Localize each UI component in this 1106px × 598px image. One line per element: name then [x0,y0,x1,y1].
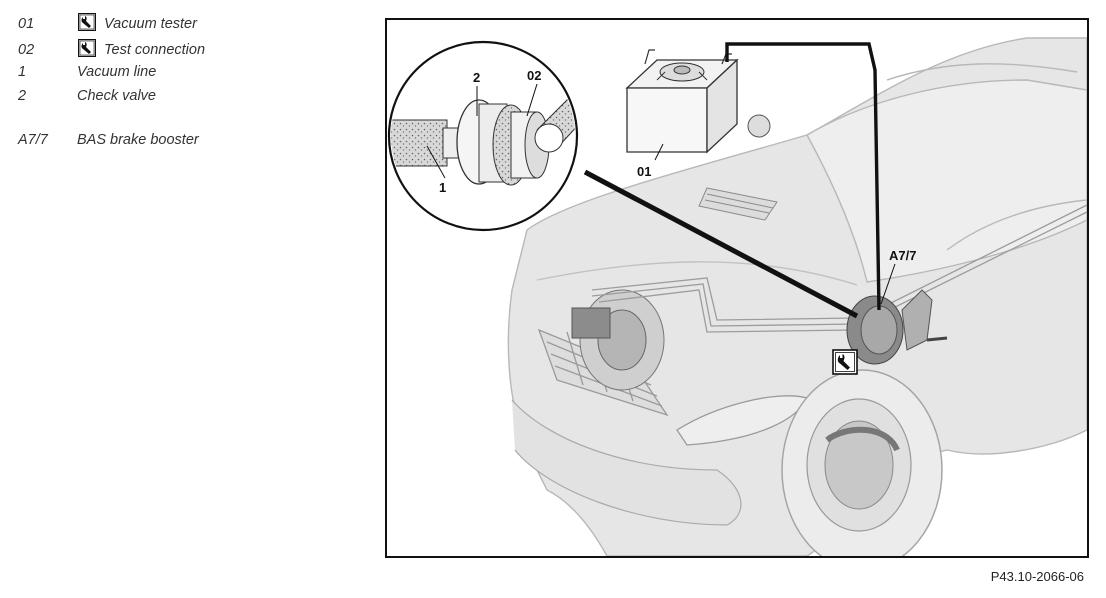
callout-check-valve: 2 [473,70,480,85]
legend-item-vacuum-tester: 01 Vacuum tester [0,13,380,34]
legend-item-check-valve: 2 Check valve [0,86,380,106]
bumper [511,399,742,526]
figure-reference: P43.10-2066-06 [990,569,1084,584]
legend-text: BAS brake booster [77,132,199,148]
legend-code: 02 [18,42,35,58]
legend: 01 Vacuum tester 02 Test connection 1 Va… [0,0,380,160]
vacuum-tester-hose [725,42,881,311]
legend-text: Vacuum line [77,64,157,80]
legend-item-test-connection: 02 Test connection [0,39,380,60]
callout-vacuum-tester: 01 [637,164,651,179]
brake-system-illustration: 2 02 1 01 A7/7 [387,37,1087,556]
callout-test-connection: 02 [527,68,541,83]
brake-booster [846,289,948,365]
callout-brake-booster: A7/7 [889,248,916,263]
figure-frame: 2 02 1 01 A7/7 [385,18,1089,558]
leader-lines [426,83,896,305]
special-tool-icon [78,13,96,31]
legend-code: 2 [18,88,27,104]
vacuum-tester [625,49,739,154]
legend-code: 01 [18,16,35,32]
legend-text: Vacuum tester [104,16,197,32]
legend-code: 1 [18,64,27,80]
legend-item-vacuum-line: 1 Vacuum line [0,62,380,82]
special-tool-icon [832,349,858,375]
detail-magnifier [387,40,579,232]
special-tool-icon [78,39,96,57]
front-wheel [781,369,943,556]
callout-vacuum-line: 1 [439,180,446,195]
legend-text: Check valve [77,88,156,104]
vacuum-line [583,169,859,319]
legend-code: A7/7 [18,132,48,148]
legend-item-bas-brake-booster: A7/7 BAS brake booster [0,130,380,150]
brake-disc-assembly [571,289,665,391]
reservoir-cap [747,114,771,138]
legend-text: Test connection [104,42,206,58]
hood-vent [698,187,778,221]
